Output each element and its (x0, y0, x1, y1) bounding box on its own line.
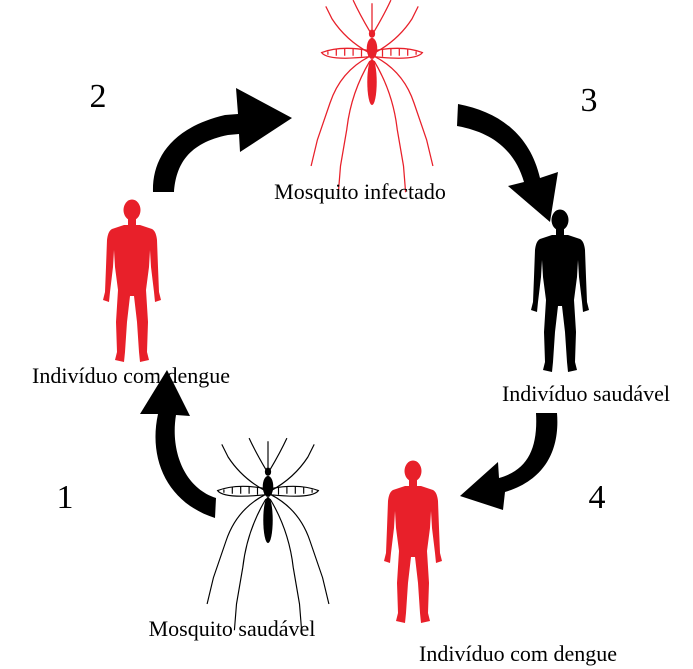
label-individual-healthy: Indivíduo saudável (502, 381, 670, 406)
infected-mosquito-icon (311, 0, 433, 192)
infected-person-left-icon (103, 200, 161, 363)
arrow-2 (153, 88, 292, 192)
label-mosquito-infected: Mosquito infectado (274, 179, 446, 204)
step-number-1: 1 (57, 479, 74, 516)
arrow-4 (460, 413, 557, 510)
healthy-mosquito-icon (207, 438, 329, 630)
step-number-2: 2 (90, 78, 107, 115)
step-number-3: 3 (581, 82, 598, 119)
arrow-3 (457, 104, 558, 222)
step-number-4: 4 (589, 479, 606, 516)
label-individual-dengue-bottom: Indivíduo com dengue (419, 641, 617, 666)
healthy-person-icon (531, 210, 589, 373)
label-individual-dengue-left: Indivíduo com dengue (32, 363, 230, 388)
infected-person-bottom-icon (384, 461, 442, 624)
arrow-1 (140, 370, 216, 518)
label-mosquito-healthy: Mosquito saudável (149, 616, 316, 641)
